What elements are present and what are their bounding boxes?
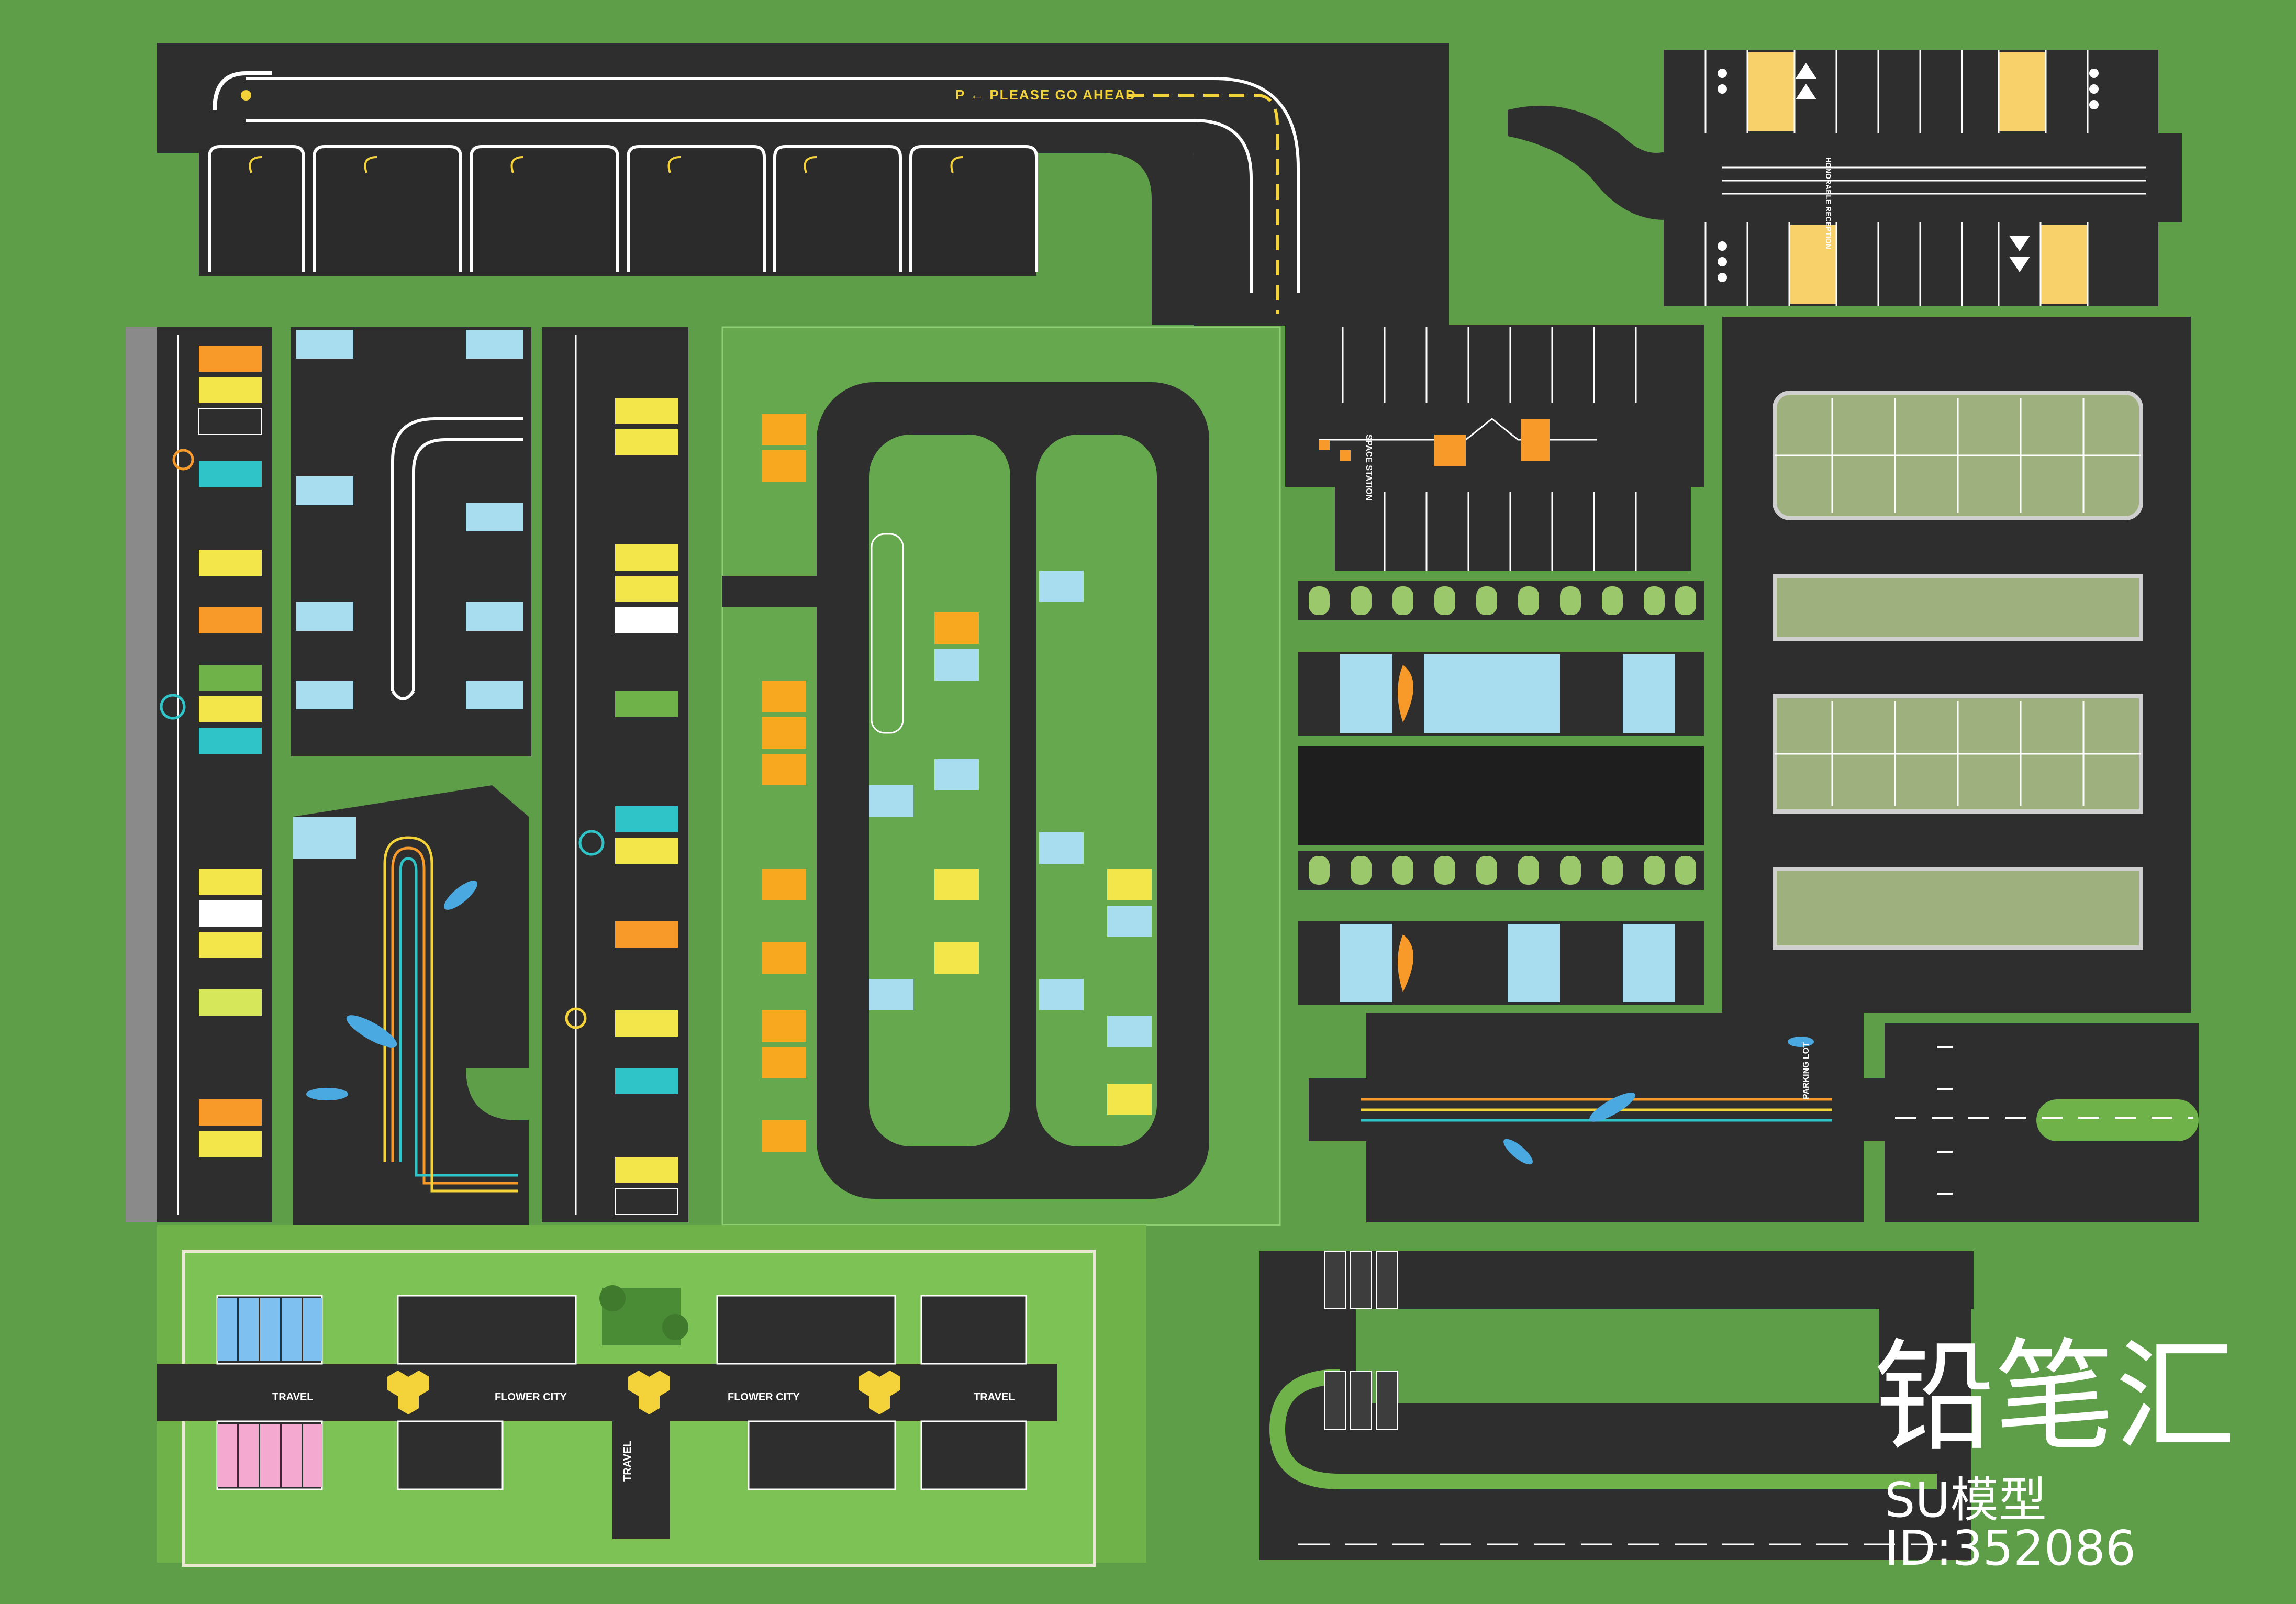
lot-top-left (157, 43, 1449, 326)
parking-lot-text: PARKING LOT (1802, 1042, 1811, 1099)
lot-center-loop (721, 326, 1281, 1226)
flower-city-sign-2: FLOWER CITY (728, 1391, 800, 1403)
travel-signs: TRAVEL FLOWER CITY FLOWER CITY TRAVEL TR… (272, 1391, 1015, 1482)
lot-right-grid (1722, 317, 2191, 1013)
lot-honorable-reception (1508, 50, 2182, 306)
lot-parking-dolphin (1309, 1013, 2199, 1222)
please-go-ahead-text: P ← PLEASE GO AHEAD (955, 87, 1136, 103)
model-id-watermark: SU模型ID:352086 (1885, 1472, 2136, 1576)
lot-travel (157, 1225, 1146, 1567)
lot-left-strips (126, 327, 688, 1222)
space-station-text: SPACE STATION (1364, 435, 1373, 500)
travel-sign-1: TRAVEL (272, 1391, 314, 1403)
lot-dolphin (293, 785, 529, 1225)
travel-vertical-sign: TRAVEL (622, 1440, 633, 1482)
brand-watermark: 铅笔汇 (1874, 1328, 2236, 1467)
lot-bottom-right (1259, 1251, 1974, 1560)
lot-floral (291, 327, 531, 756)
honorable-reception-text: HONORABLE RECEPTION (1824, 157, 1833, 249)
lot-leaf (1298, 581, 1704, 1005)
flower-city-sign-1: FLOWER CITY (495, 1391, 567, 1403)
travel-sign-2: TRAVEL (974, 1391, 1015, 1403)
lot-space-station (1285, 325, 1704, 571)
